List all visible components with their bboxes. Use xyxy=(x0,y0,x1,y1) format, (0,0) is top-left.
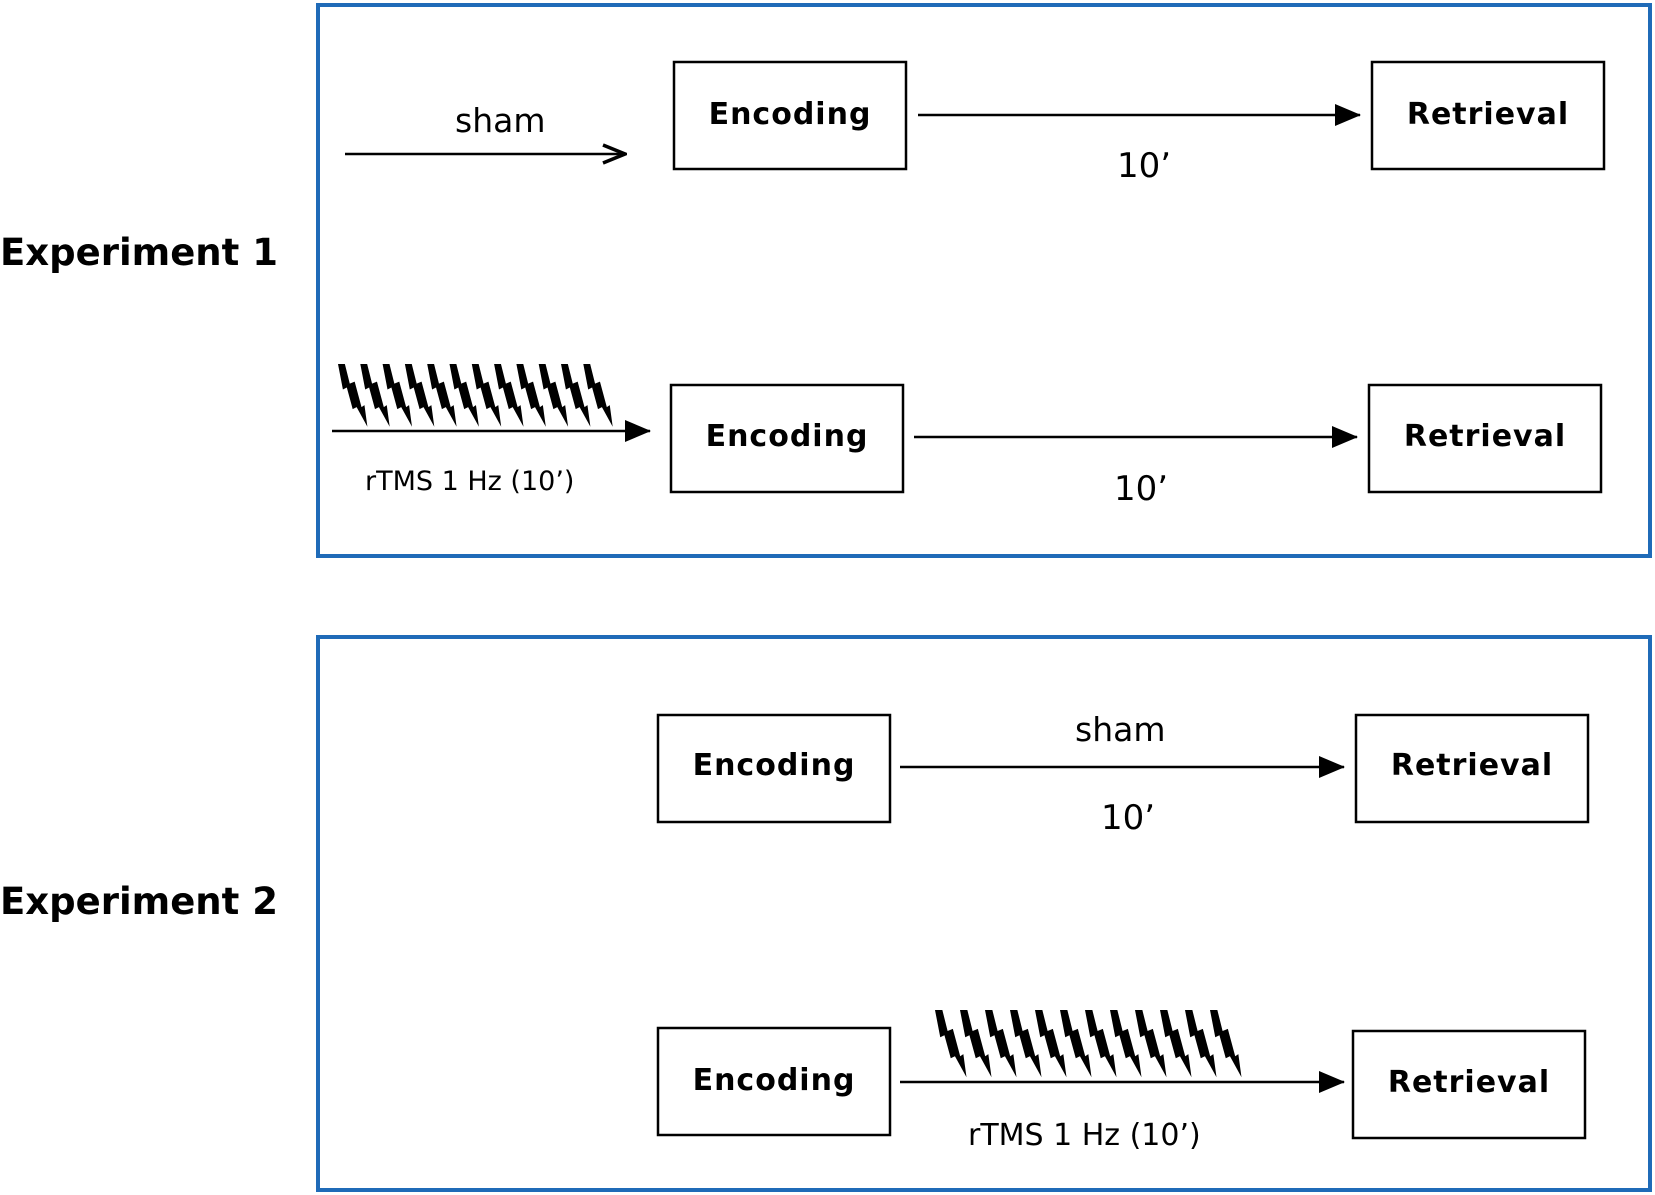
exp1-sham-retrieval-label: Retrieval xyxy=(1407,97,1569,132)
exp2-sham-label: sham xyxy=(1075,710,1165,749)
lightning-bolt-icon xyxy=(449,364,479,427)
exp1-sham-encoding-box xyxy=(672,60,908,171)
lightning-bolt-icon xyxy=(561,364,591,427)
experiment-1-label: Experiment 1 xyxy=(0,231,278,274)
lightning-bolt-icon xyxy=(404,364,435,427)
lightning-bolt-icon xyxy=(360,364,390,427)
exp1-rtms-pulses xyxy=(338,364,613,427)
exp2-sham-retrieval-label: Retrieval xyxy=(1391,748,1553,783)
lightning-bolt-icon xyxy=(1135,1010,1167,1078)
lightning-bolt-icon xyxy=(427,364,457,427)
exp2-rtms-encoding-label: Encoding xyxy=(693,1063,856,1098)
lightning-bolt-icon xyxy=(471,364,502,427)
exp1-sham-retrieval-box xyxy=(1370,60,1606,171)
exp1-sham-delay-label: 10’ xyxy=(1117,146,1171,186)
exp1-sham-encoding-label: Encoding xyxy=(709,97,872,132)
exp1-rtms-retrieval-box xyxy=(1367,383,1603,494)
exp2-sham-row: Encoding sham 10’ Retrieval xyxy=(656,710,1590,838)
exp2-rtms-label: rTMS 1 Hz (10’) xyxy=(968,1118,1201,1153)
exp1-sham-row: sham Encoding 10’ Retrieval xyxy=(345,60,1606,186)
exp2-sham-retrieval-box xyxy=(1354,713,1590,824)
exp1-rtms-delay-label: 10’ xyxy=(1114,469,1168,509)
exp1-rtms-encoding-label: Encoding xyxy=(706,419,869,454)
lightning-bolt-icon xyxy=(1060,1010,1092,1078)
experiment-2-panel xyxy=(316,635,1652,1192)
exp1-rtms-row: rTMS 1 Hz (10’) Encoding 10’ Retrieval xyxy=(332,364,1603,509)
lightning-bolt-icon xyxy=(583,364,613,427)
exp2-rtms-retrieval-label: Retrieval xyxy=(1388,1065,1550,1100)
lightning-bolt-icon xyxy=(1160,1010,1192,1078)
lightning-bolt-icon xyxy=(960,1010,992,1078)
experiment-2-label: Experiment 2 xyxy=(0,880,278,923)
lightning-bolt-icon xyxy=(516,364,546,427)
lightning-bolt-icon xyxy=(1010,1010,1042,1078)
exp2-sham-encoding-label: Encoding xyxy=(693,748,856,783)
exp2-rtms-encoding-box xyxy=(656,1026,892,1137)
lightning-bolt-icon xyxy=(935,1010,967,1078)
exp1-sham-label: sham xyxy=(455,101,545,140)
exp2-rtms-retrieval-box xyxy=(1351,1029,1587,1140)
lightning-bolt-icon xyxy=(1035,1010,1067,1078)
exp2-rtms-pulses xyxy=(935,1010,1242,1078)
lightning-bolt-icon xyxy=(538,364,569,427)
lightning-bolt-icon xyxy=(494,364,524,427)
exp2-sham-delay-label: 10’ xyxy=(1101,798,1155,838)
lightning-bolt-icon xyxy=(985,1010,1017,1078)
lightning-bolt-icon xyxy=(338,364,368,427)
exp1-rtms-label: rTMS 1 Hz (10’) xyxy=(365,466,574,497)
experiment-1-panel xyxy=(316,3,1652,558)
lightning-bolt-icon xyxy=(1085,1010,1117,1078)
lightning-bolt-icon xyxy=(1185,1010,1217,1078)
exp2-sham-encoding-box xyxy=(656,713,892,824)
exp1-rtms-encoding-box xyxy=(669,383,905,494)
lightning-bolt-icon xyxy=(382,364,412,427)
exp1-rtms-retrieval-label: Retrieval xyxy=(1404,419,1566,454)
lightning-bolt-icon xyxy=(1110,1010,1142,1078)
exp2-rtms-row: Encoding rTMS 1 Hz (10’) Retrieval xyxy=(656,1010,1587,1153)
lightning-bolt-icon xyxy=(1210,1010,1242,1078)
